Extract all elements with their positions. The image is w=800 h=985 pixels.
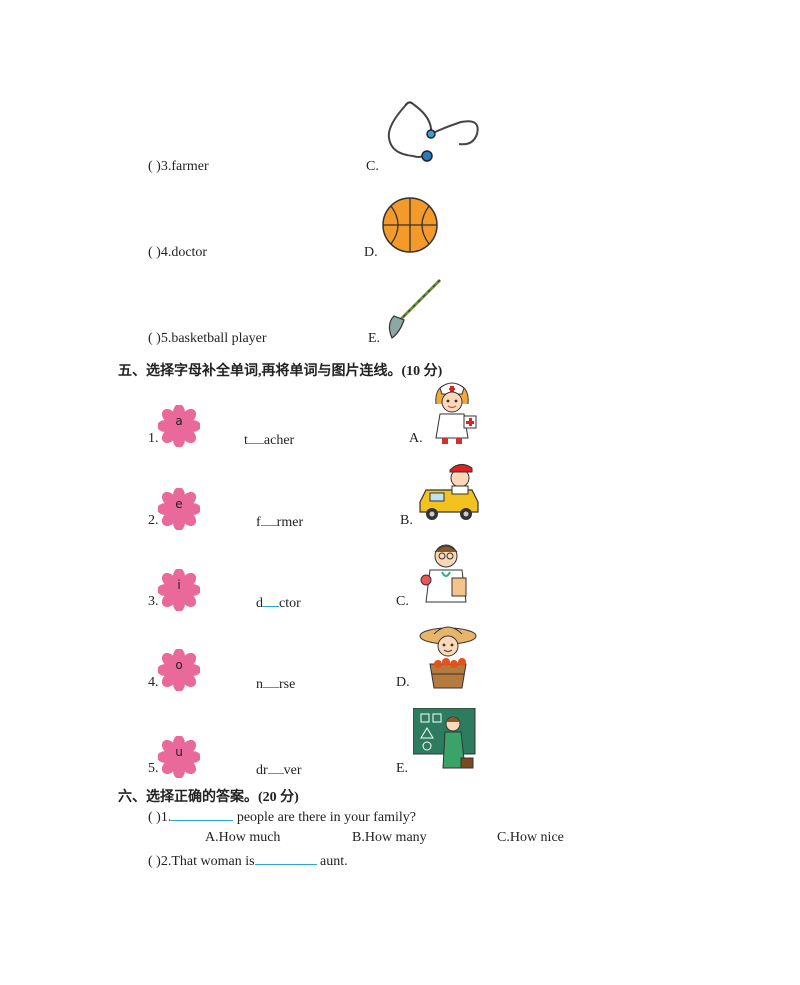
option-a: A.How much bbox=[205, 830, 281, 845]
option-b: B.How many bbox=[352, 830, 427, 845]
picture-option-label: B. bbox=[400, 513, 413, 528]
row-number: 3. bbox=[148, 594, 159, 609]
question-4-text: ( )4.doctor bbox=[148, 245, 208, 260]
flower-letter: o bbox=[175, 658, 183, 672]
flower-icon bbox=[157, 568, 201, 612]
word-suffix: rse bbox=[279, 677, 296, 692]
word-fill: n rse bbox=[256, 675, 295, 693]
question-2-prefix: ( )2.That woman is bbox=[148, 854, 255, 869]
farmer-icon bbox=[419, 626, 477, 689]
row-number: 1. bbox=[148, 431, 159, 446]
question-5-text: ( )5.basketball player bbox=[148, 331, 267, 346]
stethoscope-icon bbox=[387, 101, 479, 162]
picture-option-label: A. bbox=[409, 431, 423, 446]
answer-blank[interactable] bbox=[171, 808, 234, 821]
option-e-label: E. bbox=[368, 331, 381, 346]
flower-icon bbox=[157, 735, 201, 779]
word-suffix: rmer bbox=[276, 515, 304, 530]
flower-letter: u bbox=[175, 745, 183, 759]
question-2-suffix: aunt. bbox=[316, 854, 348, 869]
word-blank[interactable] bbox=[263, 594, 279, 607]
flower-badge: i bbox=[157, 568, 201, 612]
word-prefix: t bbox=[244, 433, 248, 448]
flower-badge: o bbox=[157, 648, 201, 692]
word-prefix: n bbox=[256, 677, 263, 692]
word-blank[interactable] bbox=[267, 761, 284, 774]
answer-blank[interactable] bbox=[254, 852, 317, 865]
flower-icon bbox=[157, 487, 201, 531]
doctor-icon bbox=[420, 544, 467, 603]
picture-option-label: D. bbox=[396, 675, 410, 690]
basketball-icon bbox=[382, 197, 438, 253]
question-1-prefix: ( )1. bbox=[148, 810, 172, 825]
word-suffix: ctor bbox=[279, 596, 301, 611]
flower-letter: a bbox=[175, 414, 183, 428]
word-blank[interactable] bbox=[247, 431, 264, 444]
question-3-text: ( )3.farmer bbox=[148, 159, 209, 174]
section-5-title: 五、选择字母补全单词,再将单词与图片连线。(10 分) bbox=[118, 364, 443, 379]
nurse-icon bbox=[435, 382, 477, 444]
option-c: C.How nice bbox=[497, 830, 564, 845]
flower-badge: a bbox=[157, 404, 201, 448]
flower-badge: u bbox=[157, 735, 201, 779]
teacher-icon bbox=[413, 708, 476, 769]
word-blank[interactable] bbox=[263, 675, 279, 688]
option-d-label: D. bbox=[364, 245, 378, 260]
flower-letter: e bbox=[175, 497, 183, 511]
word-prefix: f bbox=[256, 515, 261, 530]
row-number: 4. bbox=[148, 675, 159, 690]
word-prefix: dr bbox=[256, 763, 268, 778]
question-2: ( )2.That woman is aunt. bbox=[148, 852, 348, 870]
taxi-driver-icon bbox=[419, 464, 479, 520]
row-number: 2. bbox=[148, 513, 159, 528]
row-number: 5. bbox=[148, 761, 159, 776]
option-c-label: C. bbox=[366, 159, 379, 174]
word-suffix: acher bbox=[263, 433, 295, 448]
picture-option-label: E. bbox=[396, 761, 409, 776]
word-prefix: d bbox=[256, 596, 263, 611]
hoe-icon bbox=[388, 278, 442, 339]
section-6-title: 六、选择正确的答案。(20 分) bbox=[118, 790, 299, 805]
flower-badge: e bbox=[157, 487, 201, 531]
word-blank[interactable] bbox=[260, 513, 277, 526]
word-fill: d ctor bbox=[256, 594, 301, 612]
flower-letter: i bbox=[177, 578, 181, 592]
picture-option-label: C. bbox=[396, 594, 409, 609]
flower-icon bbox=[157, 648, 201, 692]
question-1: ( )1. people are there in your family? bbox=[148, 808, 416, 826]
flower-icon bbox=[157, 404, 201, 448]
question-1-suffix: people are there in your family? bbox=[233, 810, 417, 825]
word-suffix: ver bbox=[283, 763, 302, 778]
